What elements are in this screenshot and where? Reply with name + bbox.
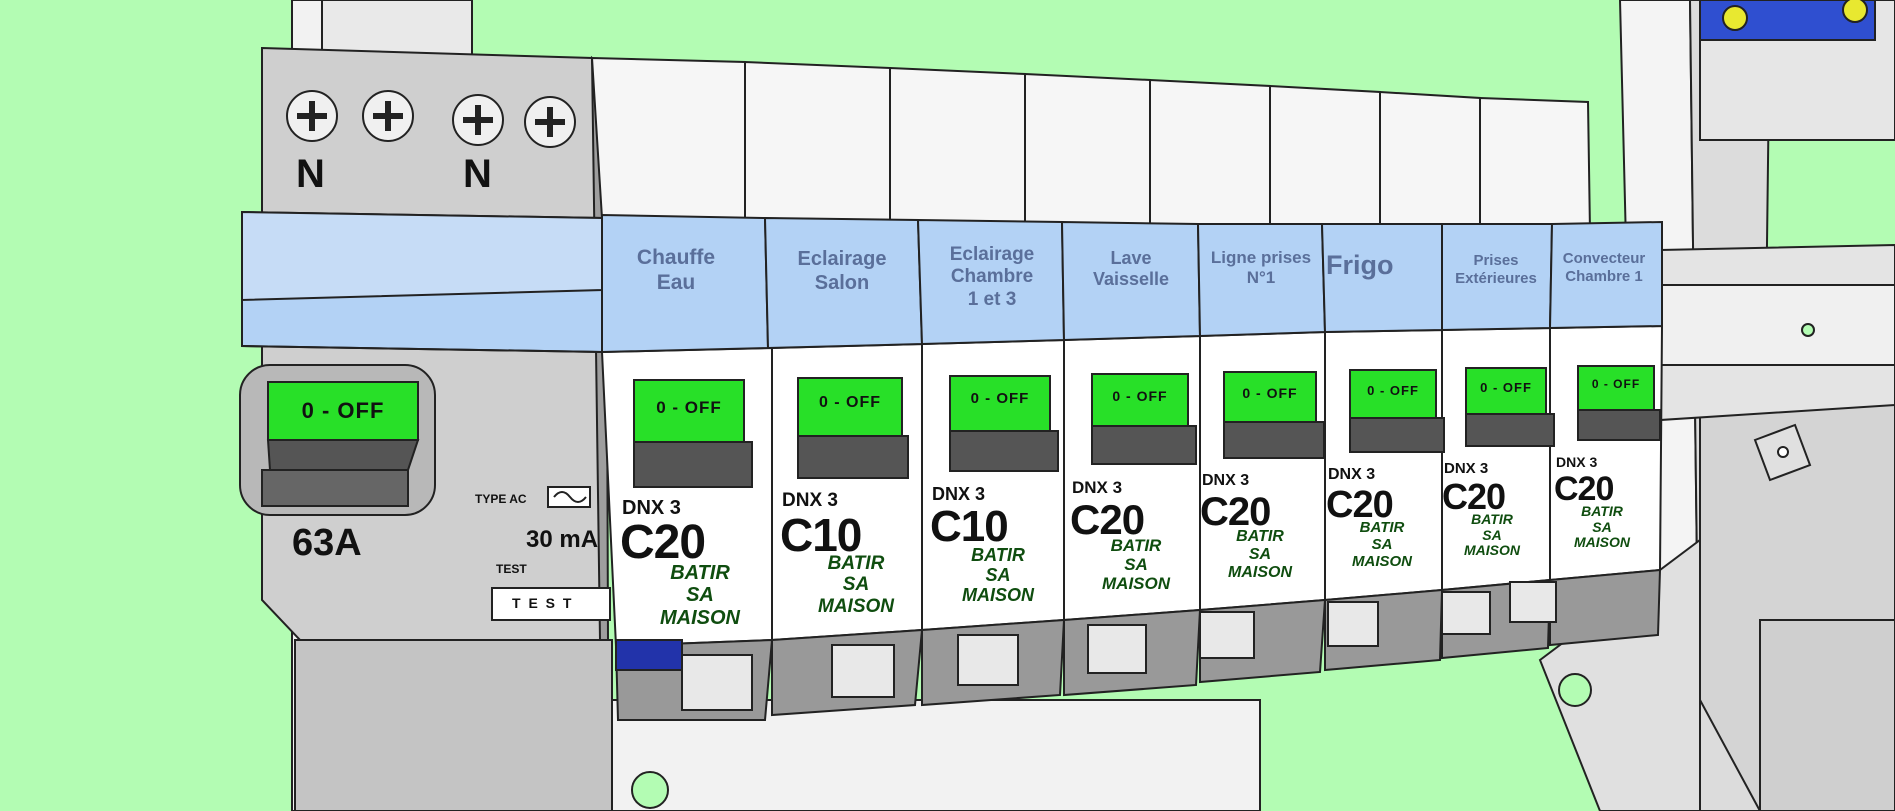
breaker-4-rating: C20 bbox=[1070, 496, 1145, 543]
breaker-1-model: DNX 3 bbox=[622, 497, 681, 519]
breaker-8-rating: C20 bbox=[1554, 470, 1614, 508]
breaker-7-model: DNX 3 bbox=[1444, 460, 1489, 477]
breaker-3-rating: C10 bbox=[930, 502, 1009, 551]
breaker-label-covers bbox=[601, 213, 1663, 354]
breaker-rear-housings bbox=[590, 56, 1592, 234]
rcd-terminal-screws bbox=[286, 90, 576, 148]
breaker-3-model: DNX 3 bbox=[932, 484, 986, 504]
breaker-1-rating: C20 bbox=[620, 516, 706, 569]
rcd-switch-text: 0 - OFF bbox=[301, 398, 385, 423]
breaker-4-model: DNX 3 bbox=[1072, 478, 1123, 497]
breaker-4-switch-text: 0 - OFF bbox=[1112, 388, 1168, 404]
breaker-7-switch-text: 0 - OFF bbox=[1480, 380, 1532, 395]
breaker-6-model: DNX 3 bbox=[1328, 466, 1376, 483]
breaker-5-rating: C20 bbox=[1200, 490, 1271, 534]
rcd-test-label: TEST bbox=[496, 562, 527, 576]
rcd-rating: 63A bbox=[292, 522, 362, 564]
breaker-2-switch-text: 0 - OFF bbox=[818, 394, 882, 411]
breaker-7-rating: C20 bbox=[1442, 476, 1506, 517]
breaker-6-switch-text: 0 - OFF bbox=[1367, 383, 1419, 398]
rcd-test-button: T E S T bbox=[512, 595, 574, 611]
rcd-neutral-label-2: N bbox=[463, 152, 492, 196]
rcd-type: TYPE AC bbox=[475, 492, 527, 506]
rcd-sensitivity: 30 mA bbox=[526, 526, 599, 553]
breaker-1-switch-text: 0 - OFF bbox=[656, 398, 722, 417]
panel-frame bbox=[291, 0, 1895, 811]
rcd-toggle-switch bbox=[239, 364, 436, 516]
din-rail bbox=[1659, 243, 1895, 482]
breaker-5-model: DNX 3 bbox=[1202, 472, 1250, 489]
breaker-2-rating: C10 bbox=[780, 509, 862, 561]
breaker-6-label: Frigo bbox=[1326, 250, 1394, 280]
rcd-neutral-label-1: N bbox=[296, 152, 325, 196]
breaker-8-switch-text: 0 - OFF bbox=[1591, 377, 1641, 391]
breaker-8-model: DNX 3 bbox=[1556, 454, 1598, 470]
breaker-toggles bbox=[633, 365, 1661, 488]
breaker-3-switch-text: 0 - OFF bbox=[970, 390, 1030, 407]
breaker-2-model: DNX 3 bbox=[782, 490, 838, 511]
breaker-5-switch-text: 0 - OFF bbox=[1242, 385, 1298, 401]
breaker-6-rating: C20 bbox=[1326, 484, 1394, 526]
